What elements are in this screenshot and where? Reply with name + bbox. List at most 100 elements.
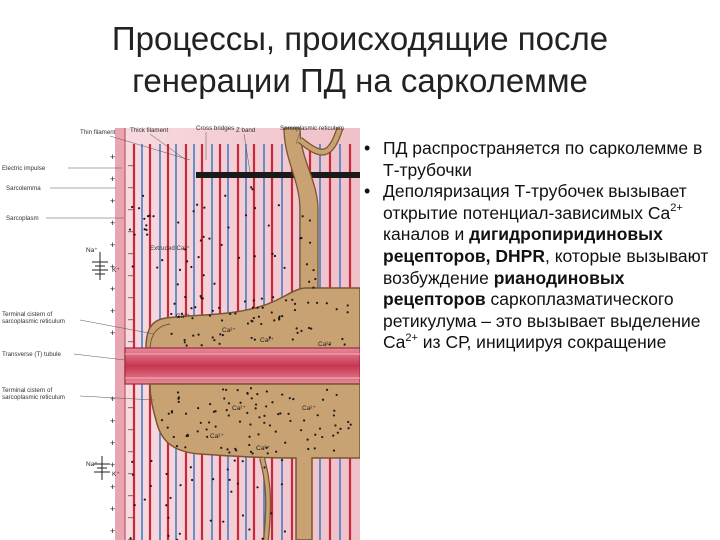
calcium-dot — [229, 479, 231, 481]
calcium-dot — [263, 415, 265, 417]
calcium-dot — [258, 316, 260, 318]
label-terminal-cistern-bottom-2: sarcoplasmic reticulum — [2, 394, 65, 401]
calcium-dot — [248, 444, 250, 446]
calcium-dot — [300, 330, 302, 332]
label-transverse-tubule: Transverse (T) tubule — [2, 351, 61, 358]
calcium-dot — [170, 333, 172, 335]
calcium-dot — [257, 433, 259, 435]
calcium-dot — [238, 257, 240, 259]
calcium-dot — [179, 533, 181, 535]
calcium-dot — [208, 237, 210, 239]
ion-ca-8: Ca²⁺ — [256, 445, 270, 452]
membrane-sign: + — [110, 438, 115, 448]
calcium-dot — [222, 521, 224, 523]
calcium-dot — [213, 283, 215, 285]
calcium-dot — [169, 497, 171, 499]
calcium-dot — [281, 483, 283, 485]
ion-ca-3: Ca²⁺ — [260, 337, 274, 344]
calcium-dot — [212, 310, 214, 312]
calcium-dot — [317, 414, 319, 416]
calcium-dot — [203, 274, 205, 276]
bullet-list: ПД распространяется по сарколемме в Т-тр… — [358, 138, 718, 354]
label-thin-filament: Thin filament — [80, 129, 116, 136]
calcium-dot — [256, 307, 258, 309]
membrane-sign: – — [128, 512, 133, 522]
membrane-sign: + — [110, 284, 115, 294]
ion-ca-6: Ca²⁺ — [232, 405, 246, 412]
membrane-sign: – — [128, 292, 133, 302]
ion-k-lower: K⁺ — [112, 471, 120, 478]
calcium-dot — [177, 221, 179, 223]
calcium-dot — [190, 307, 192, 309]
membrane-sign: + — [110, 240, 115, 250]
calcium-dot — [168, 413, 170, 415]
calcium-dot — [145, 229, 147, 231]
calcium-dot — [234, 312, 236, 314]
calcium-dot — [246, 393, 248, 395]
calcium-dot — [184, 339, 186, 341]
calcium-dot — [333, 410, 335, 412]
calcium-dot — [310, 328, 312, 330]
calcium-dot — [245, 214, 247, 216]
calcium-dot — [326, 302, 328, 304]
calcium-dot — [333, 449, 335, 451]
calcium-dot — [197, 407, 199, 409]
calcium-dot — [221, 244, 223, 246]
calcium-dot — [294, 303, 296, 305]
calcium-dot — [242, 514, 244, 516]
calcium-dot — [308, 327, 310, 329]
calcium-dot — [239, 402, 241, 404]
calcium-dot — [268, 224, 270, 226]
calcium-dot — [255, 403, 257, 405]
calcium-dot — [198, 256, 200, 258]
membrane-sign: – — [128, 490, 133, 500]
calcium-dot — [186, 260, 188, 262]
membrane-potential-symbol-lower — [94, 456, 110, 480]
label-terminal-cistern-top-1: Terminal cistern of — [2, 311, 52, 318]
calcium-dot — [253, 299, 255, 301]
calcium-dot — [132, 265, 134, 267]
muscle-fiber-diagram: +–+–+–+–+–+–+–+–+–+–+–+–+–+–+–+– Thin fi… — [0, 120, 360, 540]
calcium-dot — [227, 226, 229, 228]
calcium-dot — [263, 466, 265, 468]
label-terminal-cistern-top-2: sarcoplasmic reticulum — [2, 318, 65, 325]
membrane-potential-symbol-upper — [92, 252, 108, 280]
calcium-dot — [144, 498, 146, 500]
calcium-dot — [225, 389, 227, 391]
calcium-dot — [278, 318, 280, 320]
calcium-dot — [283, 267, 285, 269]
calcium-dot — [179, 484, 181, 486]
label-thick-filament: Thick filament — [130, 127, 168, 134]
ion-ca-7: Ca²⁺ — [302, 405, 316, 412]
calcium-dot — [275, 451, 277, 453]
calcium-dot — [209, 403, 211, 405]
calcium-dot — [167, 517, 169, 519]
calcium-dot — [321, 436, 323, 438]
calcium-dot — [292, 398, 294, 400]
calcium-dot — [194, 306, 196, 308]
calcium-dot — [171, 410, 173, 412]
calcium-dot — [265, 405, 267, 407]
calcium-dot — [178, 396, 180, 398]
ion-na-upper: Na⁺ — [86, 247, 98, 254]
calcium-dot — [134, 234, 136, 236]
calcium-dot — [319, 427, 321, 429]
title-line-2: генерации ПД на сарколемме — [20, 60, 700, 102]
calcium-dot — [193, 210, 195, 212]
calcium-dot — [312, 269, 314, 271]
calcium-dot — [221, 319, 223, 321]
calcium-dot — [341, 338, 343, 340]
calcium-dot — [150, 485, 152, 487]
calcium-dot — [274, 255, 276, 257]
calcium-dot — [134, 504, 136, 506]
calcium-dot — [285, 299, 287, 301]
ion-k-upper: K⁺ — [112, 267, 120, 274]
calcium-dot — [302, 215, 304, 217]
membrane-sign: – — [128, 182, 133, 192]
calcium-dot — [234, 460, 236, 462]
calcium-dot — [271, 401, 273, 403]
slide-title: Процессы, происходящие после генерации П… — [20, 18, 700, 102]
calcium-dot — [248, 528, 250, 530]
label-sarcoplasm: Sarcoplasm — [6, 215, 39, 222]
calcium-dot — [347, 311, 349, 313]
